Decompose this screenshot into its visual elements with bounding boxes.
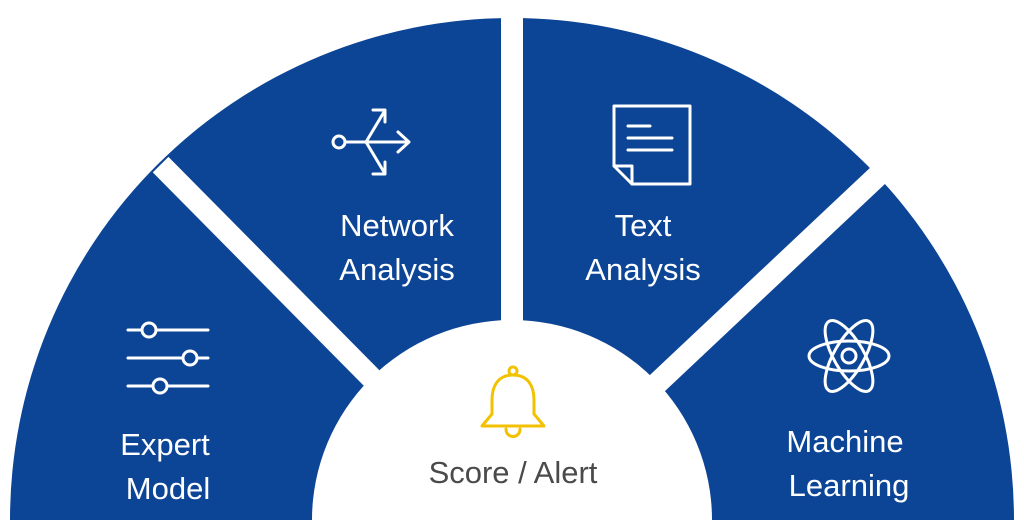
network-analysis-line2: Analysis xyxy=(339,252,454,287)
network-arrows-icon xyxy=(331,108,411,176)
segment-expert-model[interactable]: Expert Model xyxy=(120,321,210,506)
segment-machine-learning[interactable]: Machine Learning xyxy=(786,314,909,503)
atom-icon xyxy=(807,319,891,393)
sliders-icon xyxy=(126,321,210,395)
bell-icon xyxy=(480,365,546,438)
expert-model-line1: Expert xyxy=(120,427,210,462)
center-dome xyxy=(312,320,712,520)
expert-model-line2: Model xyxy=(126,471,210,506)
center-label: Score / Alert xyxy=(429,455,598,490)
center-score-alert[interactable]: Score / Alert xyxy=(429,365,598,490)
segment-text-analysis[interactable]: Text Analysis xyxy=(585,104,701,287)
machine-learning-line2: Learning xyxy=(789,468,910,503)
text-analysis-line1: Text xyxy=(615,208,672,243)
segment-network-analysis[interactable]: Network Analysis xyxy=(331,108,455,287)
network-analysis-line1: Network xyxy=(340,208,454,243)
machine-learning-line1: Machine xyxy=(786,424,903,459)
document-icon xyxy=(612,104,692,186)
text-analysis-line2: Analysis xyxy=(585,252,700,287)
